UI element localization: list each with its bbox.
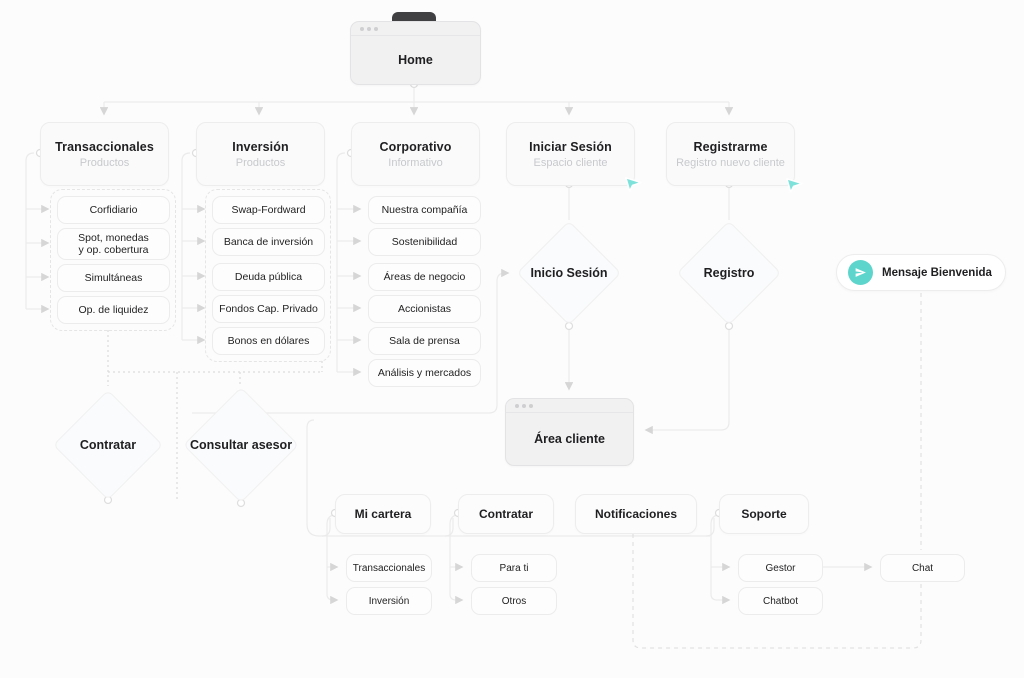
node-sostenibilidad[interactable]: Sostenibilidad: [368, 228, 481, 256]
node-gestor[interactable]: Gestor: [738, 554, 823, 582]
node-transaccionales[interactable]: Transaccionales Productos: [40, 122, 169, 186]
node-cartera-transaccionales[interactable]: Transaccionales: [346, 554, 432, 582]
node-banca-inversion[interactable]: Banca de inversión: [212, 228, 325, 256]
window-header: [351, 22, 480, 36]
node-para-ti[interactable]: Para ti: [471, 554, 557, 582]
welcome-message-pill[interactable]: Mensaje Bienvenida: [836, 254, 1006, 291]
node-op-liquidez[interactable]: Op. de liquidez: [57, 296, 170, 324]
node-sala-prensa[interactable]: Sala de prensa: [368, 327, 481, 355]
node-corfidiario[interactable]: Corfidiario: [57, 196, 170, 224]
window-dot-icon: [367, 26, 371, 31]
node-spot-monedas[interactable]: Spot, monedas y op. cobertura: [57, 228, 170, 260]
node-otros[interactable]: Otros: [471, 587, 557, 615]
node-accionistas[interactable]: Accionistas: [368, 295, 481, 323]
node-subtitle: Productos: [235, 156, 286, 169]
collab-cursor-icon: [786, 178, 803, 193]
diamond-contratar[interactable]: Contratar: [52, 389, 164, 501]
node-iniciar-sesion[interactable]: Iniciar Sesión Espacio cliente: [506, 122, 635, 186]
node-corporativo[interactable]: Corporativo Informativo: [351, 122, 480, 186]
welcome-message-label: Mensaje Bienvenida: [882, 266, 992, 279]
send-icon: [848, 260, 873, 285]
diamond-label: Consultar asesor: [189, 438, 293, 452]
window-header: [506, 399, 633, 413]
collab-cursor-icon: [625, 177, 642, 192]
node-subtitle: Informativo: [388, 156, 443, 169]
diamond-label: Contratar: [79, 438, 137, 452]
node-title: Registrarme: [693, 139, 768, 154]
group-inversion-products: [205, 189, 331, 362]
node-simultaneas[interactable]: Simultáneas: [57, 264, 170, 292]
node-mi-cartera[interactable]: Mi cartera: [335, 494, 431, 534]
node-inversion[interactable]: Inversión Productos: [196, 122, 325, 186]
diamond-inicio-sesion[interactable]: Inicio Sesión: [516, 220, 622, 326]
window-dot-icon: [374, 26, 378, 31]
node-chat[interactable]: Chat: [880, 554, 965, 582]
diamond-label: Inicio Sesión: [530, 266, 608, 280]
node-nuestra-compania[interactable]: Nuestra compañía: [368, 196, 481, 224]
diamond-label: Registro: [703, 266, 755, 280]
home-window-node[interactable]: Home: [350, 21, 481, 85]
node-registrarme[interactable]: Registrarme Registro nuevo cliente: [666, 122, 795, 186]
group-transaccionales-products: [50, 189, 176, 331]
area-cliente-title: Área cliente: [534, 432, 605, 446]
node-subtitle: Productos: [79, 156, 130, 169]
home-title: Home: [398, 53, 433, 67]
node-soporte[interactable]: Soporte: [719, 494, 809, 534]
node-fondos-cap-privado[interactable]: Fondos Cap. Privado: [212, 295, 325, 323]
node-bonos-dolares[interactable]: Bonos en dólares: [212, 327, 325, 355]
node-subtitle: Registro nuevo cliente: [676, 156, 785, 169]
node-notificaciones[interactable]: Notificaciones: [575, 494, 697, 534]
node-subtitle: Espacio cliente: [533, 156, 608, 169]
node-swap-fordward[interactable]: Swap-Fordward: [212, 196, 325, 224]
window-dot-icon: [522, 403, 526, 408]
node-title: Inversión: [232, 139, 289, 154]
node-contratar-seccion[interactable]: Contratar: [458, 494, 554, 534]
window-dot-icon: [515, 403, 519, 408]
window-dot-icon: [360, 26, 364, 31]
node-title: Corporativo: [379, 139, 452, 154]
diamond-registro[interactable]: Registro: [676, 220, 782, 326]
node-analisis-mercados[interactable]: Análisis y mercados: [368, 359, 481, 387]
node-title: Transaccionales: [55, 139, 154, 154]
node-chatbot[interactable]: Chatbot: [738, 587, 823, 615]
area-cliente-window-node[interactable]: Área cliente: [505, 398, 634, 466]
node-cartera-inversion[interactable]: Inversión: [346, 587, 432, 615]
node-title: Iniciar Sesión: [529, 139, 612, 154]
diamond-consultar-asesor[interactable]: Consultar asesor: [183, 387, 299, 503]
node-deuda-publica[interactable]: Deuda pública: [212, 263, 325, 291]
node-areas-negocio[interactable]: Áreas de negocio: [368, 263, 481, 291]
window-dot-icon: [529, 403, 533, 408]
